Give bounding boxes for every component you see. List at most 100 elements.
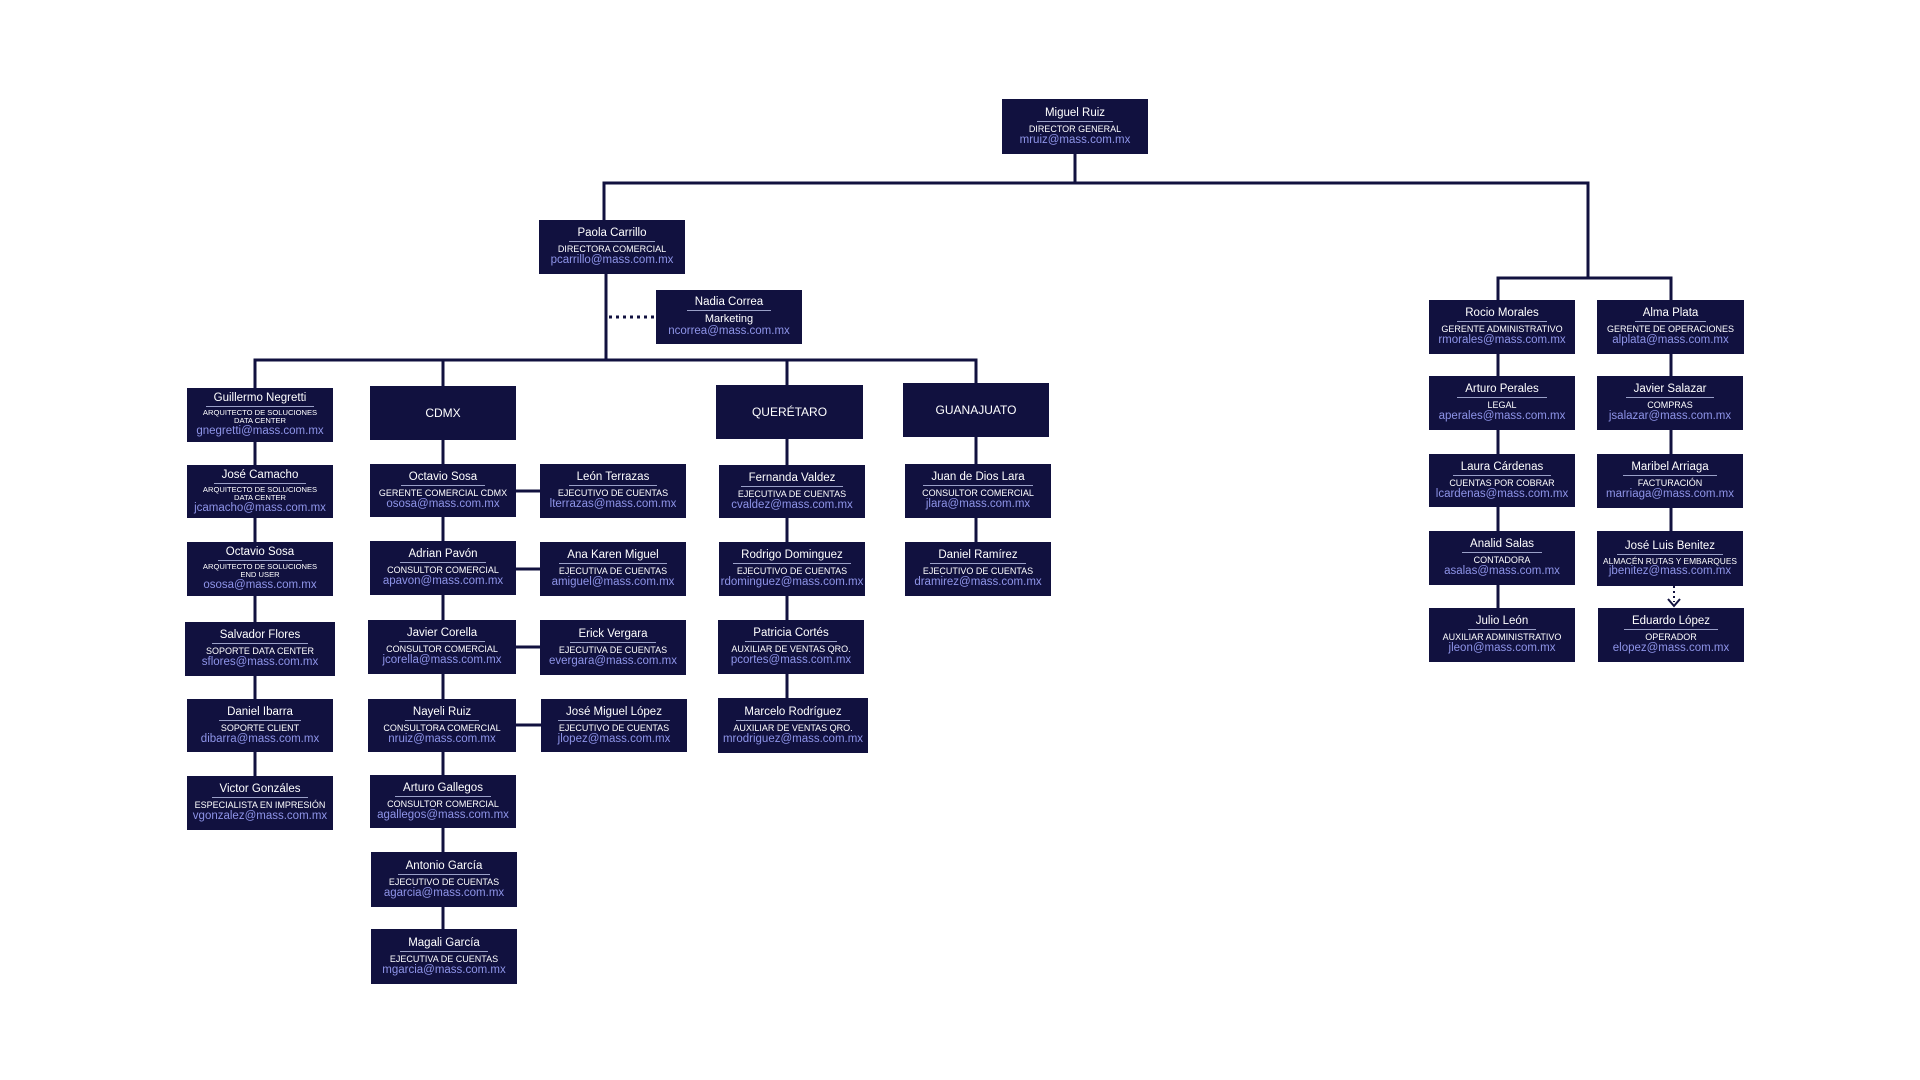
node-role: FACTURACIÓN bbox=[1637, 478, 1703, 488]
node-role: AUXILIAR DE VENTAS QRO. bbox=[733, 722, 853, 733]
node-magali-garcia[interactable]: Magali García EJECUTIVA DE CUENTAS mgarc… bbox=[371, 929, 517, 984]
node-role: LEGAL bbox=[1487, 400, 1517, 410]
node-miguel-ruiz[interactable]: Miguel Ruiz DIRECTOR GENERAL mruiz@mass.… bbox=[1002, 99, 1148, 154]
node-arturo-gallegos[interactable]: Arturo Gallegos CONSULTOR COMERCIAL agal… bbox=[370, 775, 516, 828]
node-laura-cardenas[interactable]: Laura Cárdenas CUENTAS POR COBRAR lcarde… bbox=[1429, 454, 1575, 507]
node-role: EJECUTIVO DE CUENTAS bbox=[388, 876, 500, 887]
node-marcelo-rodriguez[interactable]: Marcelo Rodríguez AUXILIAR DE VENTAS QRO… bbox=[718, 698, 868, 753]
node-julio-leon[interactable]: Julio León AUXILIAR ADMINISTRATIVO jleon… bbox=[1429, 608, 1575, 662]
node-ana-karen-miguel[interactable]: Ana Karen Miguel EJECUTIVA DE CUENTAS am… bbox=[540, 542, 686, 596]
node-paola-carrillo[interactable]: Paola Carrillo DIRECTORA COMERCIAL pcarr… bbox=[539, 220, 685, 274]
node-jose-miguel-lopez[interactable]: José Miguel López EJECUTIVO DE CUENTAS j… bbox=[541, 699, 687, 752]
node-email: evergara@mass.com.mx bbox=[549, 654, 677, 667]
node-role: CONSULTOR COMERCIAL bbox=[922, 488, 1034, 498]
node-name: Analid Salas bbox=[1462, 538, 1542, 553]
group-guanajuato[interactable]: GUANAJUATO bbox=[903, 383, 1049, 437]
node-email: nruiz@mass.com.mx bbox=[388, 732, 496, 745]
node-name: Daniel Ibarra bbox=[219, 706, 301, 721]
node-email: pcortes@mass.com.mx bbox=[730, 654, 852, 666]
node-email: ncorrea@mass.com.mx bbox=[668, 325, 790, 337]
node-rodrigo-dominguez[interactable]: Rodrigo Dominguez EJECUTIVO DE CUENTAS r… bbox=[719, 542, 865, 596]
node-email: mgarcia@mass.com.mx bbox=[382, 963, 506, 976]
node-fernanda-valdez[interactable]: Fernanda Valdez EJECUTIVA DE CUENTAS cva… bbox=[719, 465, 865, 518]
node-role: AUXILIAR ADMINISTRATIVO bbox=[1442, 632, 1562, 642]
connector-root bbox=[602, 152, 1673, 303]
node-name: Octavio Sosa bbox=[400, 471, 486, 486]
node-email: jlara@mass.com.mx bbox=[925, 498, 1031, 510]
node-email: lterrazas@mass.com.mx bbox=[549, 498, 677, 510]
node-victor-gonzales[interactable]: Victor Gonzáles ESPECIALISTA EN IMPRESIÓ… bbox=[187, 776, 333, 830]
node-daniel-ibarra[interactable]: Daniel Ibarra SOPORTE CLIENT dibarra@mas… bbox=[187, 699, 333, 752]
node-name: Daniel Ramírez bbox=[930, 549, 1026, 564]
node-role: SOPORTE CLIENT bbox=[220, 722, 300, 733]
node-guillermo-negretti[interactable]: Guillermo Negretti ARQUITECTO DE SOLUCIO… bbox=[187, 388, 333, 442]
node-adrian-pavon[interactable]: Adrian Pavón CONSULTOR COMERCIAL apavon@… bbox=[370, 541, 516, 595]
node-daniel-ramirez[interactable]: Daniel Ramírez EJECUTIVO DE CUENTAS dram… bbox=[905, 542, 1051, 596]
node-name: Rocio Morales bbox=[1457, 307, 1547, 322]
node-octavio-sosa[interactable]: Octavio Sosa GERENTE COMERCIAL CDMX osos… bbox=[370, 464, 516, 517]
node-salvador-flores[interactable]: Salvador Flores SOPORTE DATA CENTER sflo… bbox=[185, 622, 335, 676]
node-name: José Camacho bbox=[213, 469, 307, 484]
node-javier-salazar[interactable]: Javier Salazar COMPRAS jsalazar@mass.com… bbox=[1597, 376, 1743, 430]
node-name: Erick Vergara bbox=[570, 628, 656, 643]
node-role: EJECUTIVA DE CUENTAS bbox=[737, 488, 847, 499]
node-role: EJECUTIVA DE CUENTAS bbox=[389, 953, 499, 964]
node-role: DIRECTORA COMERCIAL bbox=[557, 244, 667, 254]
node-name: Nayeli Ruiz bbox=[404, 706, 480, 721]
node-email: pcarrillo@mass.com.mx bbox=[550, 254, 674, 266]
node-email: jleon@mass.com.mx bbox=[1448, 642, 1556, 654]
node-analid-salas[interactable]: Analid Salas CONTADORA asalas@mass.com.m… bbox=[1429, 531, 1575, 585]
node-antonio-garcia[interactable]: Antonio García EJECUTIVO DE CUENTAS agar… bbox=[371, 852, 517, 907]
node-name: Arturo Gallegos bbox=[395, 782, 491, 797]
group-queretaro[interactable]: QUERÉTARO bbox=[716, 385, 863, 439]
node-name: Julio León bbox=[1467, 615, 1537, 630]
node-role: EJECUTIVA DE CUENTAS bbox=[558, 566, 668, 576]
node-email: jcorella@mass.com.mx bbox=[382, 654, 502, 666]
node-name: Eduardo López bbox=[1623, 615, 1718, 630]
node-role: ARQUITECTO DE SOLUCIONES DATA CENTER bbox=[202, 484, 318, 502]
node-rocio-morales[interactable]: Rocio Morales GERENTE ADMINISTRATIVO rmo… bbox=[1429, 300, 1575, 354]
node-email: ososa@mass.com.mx bbox=[203, 579, 317, 591]
node-jose-luis-benitez[interactable]: José Luis Benitez ALMACÉN RUTAS Y EMBARQ… bbox=[1597, 531, 1743, 586]
node-email: rmorales@mass.com.mx bbox=[1438, 334, 1566, 346]
node-juan-de-dios-lara[interactable]: Juan de Dios Lara CONSULTOR COMERCIAL jl… bbox=[905, 464, 1051, 518]
node-name: Octavio Sosa bbox=[217, 546, 303, 561]
node-name: José Miguel López bbox=[558, 706, 670, 721]
node-leon-terrazas[interactable]: León Terrazas EJECUTIVO DE CUENTAS lterr… bbox=[540, 464, 686, 518]
node-erick-vergara[interactable]: Erick Vergara EJECUTIVA DE CUENTAS everg… bbox=[540, 620, 686, 675]
node-role: CONSULTORA COMERCIAL bbox=[383, 722, 501, 733]
node-role: ALMACÉN RUTAS Y EMBARQUES bbox=[1602, 555, 1738, 566]
node-arturo-perales[interactable]: Arturo Perales LEGAL aperales@mass.com.m… bbox=[1429, 376, 1575, 430]
node-name: José Luis Benitez bbox=[1616, 540, 1724, 555]
node-email: agarcia@mass.com.mx bbox=[383, 886, 505, 899]
node-name: Salvador Flores bbox=[211, 629, 309, 644]
node-alma-plata[interactable]: Alma Plata GERENTE DE OPERACIONES alplat… bbox=[1597, 300, 1744, 354]
node-role: CONTADORA bbox=[1473, 555, 1531, 565]
node-eduardo-lopez[interactable]: Eduardo López OPERADOR elopez@mass.com.m… bbox=[1598, 608, 1744, 662]
connector-carrillo bbox=[253, 272, 978, 391]
node-name: Guillermo Negretti bbox=[205, 392, 315, 407]
node-role: GERENTE COMERCIAL CDMX bbox=[378, 487, 508, 498]
node-nayeli-ruiz[interactable]: Nayeli Ruiz CONSULTORA COMERCIAL nruiz@m… bbox=[368, 699, 516, 752]
node-email: dibarra@mass.com.mx bbox=[200, 732, 320, 745]
node-patricia-cortes[interactable]: Patricia Cortés AUXILIAR DE VENTAS QRO. … bbox=[718, 620, 864, 674]
node-role: ESPECIALISTA EN IMPRESIÓN bbox=[194, 800, 326, 810]
node-name: Nadia Correa bbox=[686, 296, 772, 311]
node-role: Marketing bbox=[704, 313, 754, 325]
node-name: Adrian Pavón bbox=[400, 548, 486, 563]
node-role: SOPORTE DATA CENTER bbox=[205, 646, 315, 656]
node-javier-corella[interactable]: Javier Corella CONSULTOR COMERCIAL jcore… bbox=[368, 620, 516, 674]
node-email: jsalazar@mass.com.mx bbox=[1608, 410, 1732, 422]
node-role: DIRECTOR GENERAL bbox=[1028, 123, 1122, 134]
group-cdmx[interactable]: CDMX bbox=[370, 386, 516, 440]
node-octavio-sosa-end-user[interactable]: Octavio Sosa ARQUITECTO DE SOLUCIONES EN… bbox=[187, 542, 333, 596]
node-maribel-arriaga[interactable]: Maribel Arriaga FACTURACIÓN marriaga@mas… bbox=[1597, 454, 1743, 508]
node-jose-camacho[interactable]: José Camacho ARQUITECTO DE SOLUCIONES DA… bbox=[187, 465, 333, 518]
node-name: Maribel Arriaga bbox=[1623, 461, 1717, 476]
node-role: OPERADOR bbox=[1645, 632, 1697, 642]
node-name: Miguel Ruiz bbox=[1036, 107, 1114, 122]
node-email: ososa@mass.com.mx bbox=[386, 497, 500, 510]
node-email: jlopez@mass.com.mx bbox=[557, 732, 671, 745]
node-nadia-correa[interactable]: Nadia Correa Marketing ncorrea@mass.com.… bbox=[656, 290, 802, 344]
